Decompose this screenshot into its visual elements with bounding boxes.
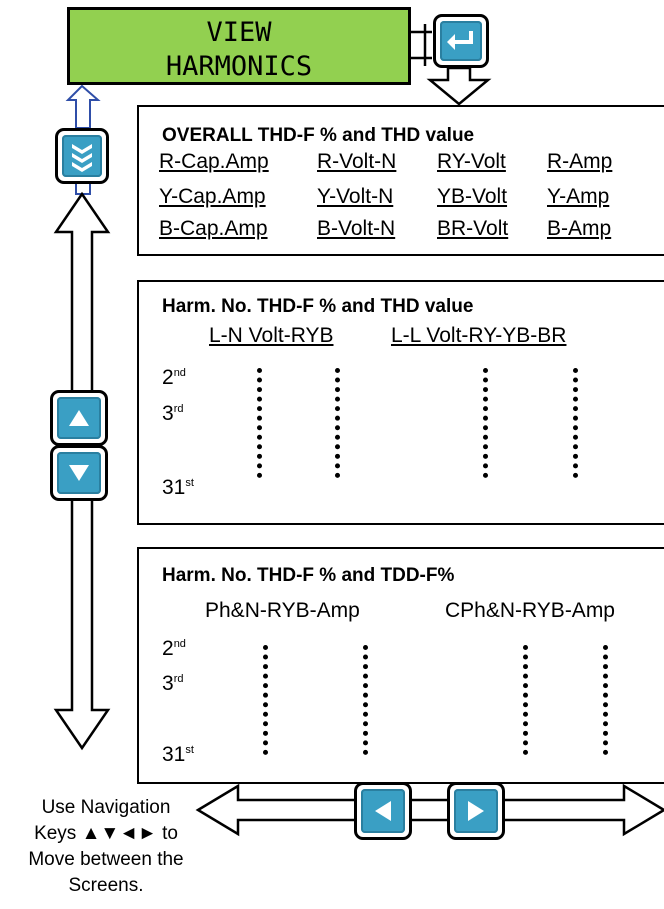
scroll-down-icon: [72, 144, 92, 172]
harmonic-2nd: 2nd: [162, 637, 186, 660]
item-r-volt-n: R-Volt-N: [317, 150, 397, 173]
navigation-instructions: Use Navigation Keys ▲▼◄► to Move between…: [0, 795, 212, 899]
down-arrow-icon: [69, 465, 89, 481]
up-connector-arrow: [65, 84, 101, 129]
harmonic-3rd: 3rd: [162, 402, 184, 425]
harmonic-31st: 31st: [162, 476, 194, 499]
right-button[interactable]: [447, 782, 505, 840]
item-y-amp: Y-Amp: [547, 185, 610, 208]
dotted-column: [363, 645, 368, 755]
dotted-column: [263, 645, 268, 755]
col-ph-amp: Ph&N-RYB-Amp: [205, 599, 360, 622]
lcd-line-2: HARMONICS: [165, 51, 313, 82]
harmonic-31st: 31st: [162, 743, 194, 766]
item-ry-volt: RY-Volt: [437, 150, 506, 173]
item-br-volt: BR-Volt: [437, 217, 509, 240]
enter-icon: [447, 31, 473, 50]
item-yb-volt: YB-Volt: [437, 185, 508, 208]
enter-down-arrow: [426, 66, 492, 106]
item-b-volt-n: B-Volt-N: [317, 217, 396, 240]
col-ll-volt: L-L Volt-RY-YB-BR: [391, 324, 567, 347]
dotted-column: [603, 645, 608, 755]
item-b-amp: B-Amp: [547, 217, 612, 240]
nav-line-1: Use Navigation: [41, 797, 171, 818]
horizontal-double-arrow: [195, 783, 664, 837]
up-arrow-icon: [69, 410, 89, 426]
item-y-volt-n: Y-Volt-N: [317, 185, 394, 208]
item-y-cap-amp: Y-Cap.Amp: [159, 185, 266, 208]
dotted-column: [573, 368, 578, 478]
nav-line-4: Screens.: [68, 875, 144, 896]
item-r-amp: R-Amp: [547, 150, 613, 173]
panel2-title: Harm. No. THD-F % and THD value: [162, 296, 474, 317]
lcd-display: VIEW HARMONICS: [67, 7, 411, 85]
dotted-column: [483, 368, 488, 478]
left-arrow-icon: [375, 801, 391, 821]
dotted-column: [523, 645, 528, 755]
left-button[interactable]: [354, 782, 412, 840]
harmonic-3rd: 3rd: [162, 672, 184, 695]
lcd-line-1: VIEW: [206, 17, 272, 48]
nav-line-2: Keys ▲▼◄► to: [34, 823, 178, 844]
col-cph-amp: CPh&N-RYB-Amp: [445, 599, 615, 622]
harmonics-voltage-panel: Harm. No. THD-F % and THD value L-N Volt…: [137, 280, 664, 525]
right-arrow-icon: [468, 801, 484, 821]
item-b-cap-amp: B-Cap.Amp: [159, 217, 268, 240]
dotted-column: [257, 368, 262, 478]
harmonic-2nd: 2nd: [162, 366, 186, 389]
panel3-title: Harm. No. THD-F % and TDD-F%: [162, 565, 455, 586]
scroll-button[interactable]: [55, 128, 109, 184]
up-button[interactable]: [50, 390, 108, 446]
dotted-column: [335, 368, 340, 478]
item-r-cap-amp: R-Cap.Amp: [159, 150, 269, 173]
nav-line-3: Move between the: [28, 849, 184, 870]
overall-thd-panel: OVERALL THD-F % and THD value R-Cap.Amp …: [137, 105, 664, 256]
col-ln-volt: L-N Volt-RYB: [209, 324, 334, 347]
down-button[interactable]: [50, 445, 108, 501]
panel1-title: OVERALL THD-F % and THD value: [162, 125, 475, 146]
enter-button[interactable]: [433, 14, 489, 68]
harmonics-current-panel: Harm. No. THD-F % and TDD-F% Ph&N-RYB-Am…: [137, 547, 664, 784]
